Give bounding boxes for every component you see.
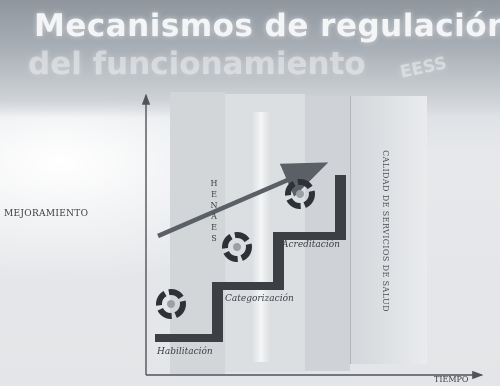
- light-sheen: [252, 112, 270, 362]
- step-label-acreditacion: Acreditación: [282, 240, 340, 250]
- gear-icon: [285, 179, 315, 209]
- x-axis-label: TIEMPO: [434, 375, 469, 384]
- slide-title-line-1: Mecanismos de regulación: [34, 8, 500, 44]
- quality-column: [350, 96, 427, 364]
- gear-icon: [222, 232, 252, 262]
- y-axis-label: MEJORAMIENTO: [4, 209, 89, 219]
- staircase: [155, 175, 346, 342]
- step-label-categorizacion: Categorización: [225, 294, 294, 304]
- growth-arrow: [157, 162, 329, 239]
- gear-icon: [156, 289, 186, 319]
- step-label-habilitacion: Habilitación: [157, 347, 213, 357]
- slide-title-line-2: del funcionamiento: [28, 46, 366, 82]
- quality-column-label: CALIDAD DE SERVICIOS DE SALUD: [381, 150, 390, 312]
- vertical-word: HENAES: [210, 179, 218, 243]
